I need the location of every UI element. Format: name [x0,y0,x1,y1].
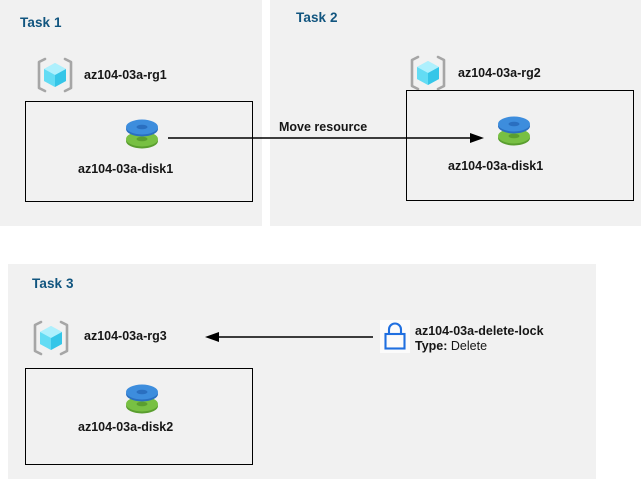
resource-group-label-rg3: az104-03a-rg3 [84,329,167,343]
delete-lock-text-block: az104-03a-delete-lock Type: Delete [415,324,544,354]
task-1-title: Task 1 [20,15,62,30]
resource-group-icon [30,319,72,357]
resource-box-task-2 [406,90,634,201]
task-2-title: Task 2 [296,10,338,25]
connector-label-move-resource: Move resource [279,120,368,134]
resource-group-icon [407,54,449,92]
resource-box-task-3 [25,368,253,465]
delete-lock-type-key: Type: [415,339,448,353]
resource-group-label-rg1: az104-03a-rg1 [84,68,167,82]
task-3-title: Task 3 [32,276,74,291]
resource-group-icon [34,56,76,94]
managed-disk-icon [120,113,164,153]
connector-delete-lock [205,332,373,342]
connector-move-resource [168,133,484,143]
delete-lock-name: az104-03a-delete-lock [415,324,544,338]
delete-lock-type-row: Type: Delete [415,339,544,354]
delete-lock-type-value: Delete [447,339,488,353]
resource-label-disk2-task3: az104-03a-disk2 [78,420,174,434]
managed-disk-icon [120,378,164,418]
resource-label-disk1-task1: az104-03a-disk1 [78,162,174,176]
resource-group-label-rg2: az104-03a-rg2 [458,66,541,80]
lock-icon [380,320,410,353]
resource-label-disk1-task2: az104-03a-disk1 [448,159,544,173]
managed-disk-icon [492,110,536,150]
resource-box-task-1 [25,101,253,202]
